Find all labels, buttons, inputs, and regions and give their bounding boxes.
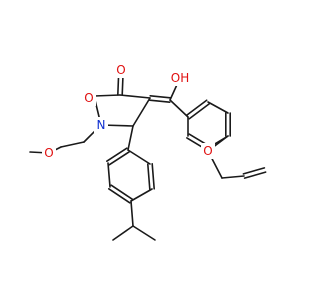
bond-a2-a3 (207, 101, 229, 114)
bond-ip-me2 (132, 225, 156, 241)
atom-o-lactam: O (82, 90, 96, 106)
bond-c4-cexo-a (148, 99, 171, 103)
bond-c4-cexo-b (149, 95, 172, 99)
bond-b3-b4-a (107, 188, 131, 204)
atom-n-ring: N (94, 117, 108, 133)
atom-label-layer: O O N OH O O (42, 62, 215, 161)
bond-al1-al2 (221, 175, 245, 179)
bond-b4-ip (130, 200, 134, 227)
bond-a1-a2-b (185, 99, 208, 117)
bond-ip-me1 (112, 225, 134, 241)
bond-a1-a2-a (188, 102, 211, 120)
structure-drawing: O O N OH O O (29, 62, 267, 241)
bond-c3-c4 (119, 94, 151, 99)
bond-b5-b6-b (147, 163, 151, 190)
bond-layer (29, 69, 267, 241)
atom-o-ketone-label: O (116, 63, 125, 77)
bond-b3-b4-b (110, 184, 134, 200)
bond-c4-c5 (132, 97, 151, 127)
atom-o-methoxy: O (42, 145, 56, 161)
atom-o-lactam-label: O (84, 91, 93, 105)
atom-o-allyloxy-label: O (203, 144, 212, 158)
bond-b2-b3 (107, 162, 111, 188)
atom-n-ring-label: N (97, 118, 106, 132)
atom-o-methoxy-label: O (44, 146, 53, 160)
bond-b4-b5 (130, 188, 153, 202)
bond-c5-b1 (127, 125, 134, 151)
bond-cexo-a1 (169, 99, 189, 118)
bond-c2-c3 (93, 94, 121, 97)
bond-al2-al3-b (242, 167, 266, 175)
atom-o-ketone: O (114, 62, 128, 78)
bond-e1-e2 (60, 141, 85, 148)
bond-b6-b1 (127, 149, 151, 165)
atom-o-hydroxy: OH (169, 70, 191, 86)
atom-o-hydroxy-label: OH (171, 71, 189, 85)
molecule-diagram: O O N OH O O (29, 62, 267, 241)
bond-b1-b2-a (106, 147, 128, 162)
bond-al2-al3-a (243, 171, 267, 179)
bond-b5-b6-a (151, 163, 155, 190)
atom-o-allyloxy: O (201, 143, 215, 159)
bond-b1-b2-b (108, 151, 130, 166)
